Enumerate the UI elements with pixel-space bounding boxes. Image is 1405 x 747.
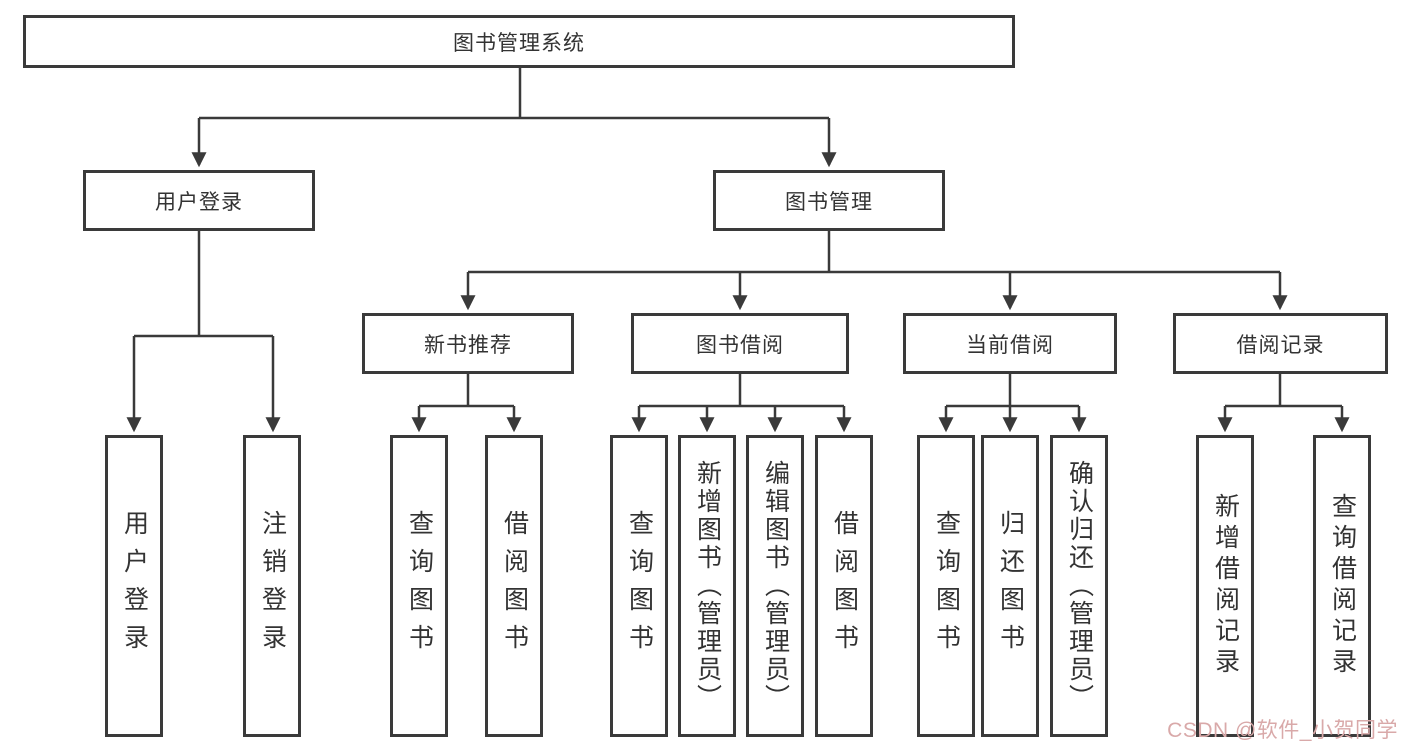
leaf-query-books: 查询图书 [390,435,448,737]
node-label: 图书管理系统 [453,31,585,55]
leaf-label: 编辑图书（管理员） [761,460,790,712]
node-new-book-recommendation: 新书推荐 [362,313,574,374]
node-label: 图书管理 [785,190,873,214]
node-borrowing-records: 借阅记录 [1173,313,1388,374]
leaf-logout: 注销登录 [243,435,301,737]
csdn-watermark: CSDN @软件_小贺同学 [1167,719,1398,742]
leaf-label: 借阅图书 [500,510,529,662]
node-label: 图书借阅 [696,333,784,357]
leaf-label: 新增图书（管理员） [693,460,722,712]
leaf-label: 查询图书 [932,510,961,662]
node-book-management: 图书管理 [713,170,945,231]
leaf-label: 查询图书 [625,510,654,662]
leaf-query-borrow-record: 查询借阅记录 [1313,435,1371,737]
leaf-confirm-return-admin: 确认归还（管理员） [1050,435,1108,737]
leaf-label: 查询借阅记录 [1328,493,1357,679]
leaf-label: 确认归还（管理员） [1065,460,1094,712]
node-label: 当前借阅 [966,333,1054,357]
leaf-label: 用户登录 [120,510,149,662]
leaf-add-books-admin: 新增图书（管理员） [678,435,736,737]
leaf-borrow-books: 借阅图书 [815,435,873,737]
leaf-label: 归还图书 [996,510,1025,662]
leaf-user-login: 用户登录 [105,435,163,737]
node-book-borrowing: 图书借阅 [631,313,849,374]
leaf-label: 新增借阅记录 [1211,493,1240,679]
leaf-query-books: 查询图书 [917,435,975,737]
leaf-label: 注销登录 [258,510,287,662]
node-label: 新书推荐 [424,333,512,357]
node-library-management-system: 图书管理系统 [23,15,1015,68]
node-user-login: 用户登录 [83,170,315,231]
leaf-add-borrow-record: 新增借阅记录 [1196,435,1254,737]
leaf-borrow-books: 借阅图书 [485,435,543,737]
leaf-label: 借阅图书 [830,510,859,662]
leaf-edit-books-admin: 编辑图书（管理员） [746,435,804,737]
leaf-label: 查询图书 [405,510,434,662]
node-current-borrowing: 当前借阅 [903,313,1117,374]
leaf-return-books: 归还图书 [981,435,1039,737]
node-label: 用户登录 [155,190,243,214]
node-label: 借阅记录 [1236,333,1325,357]
connector-skeleton [134,68,1342,408]
leaf-query-books: 查询图书 [610,435,668,737]
